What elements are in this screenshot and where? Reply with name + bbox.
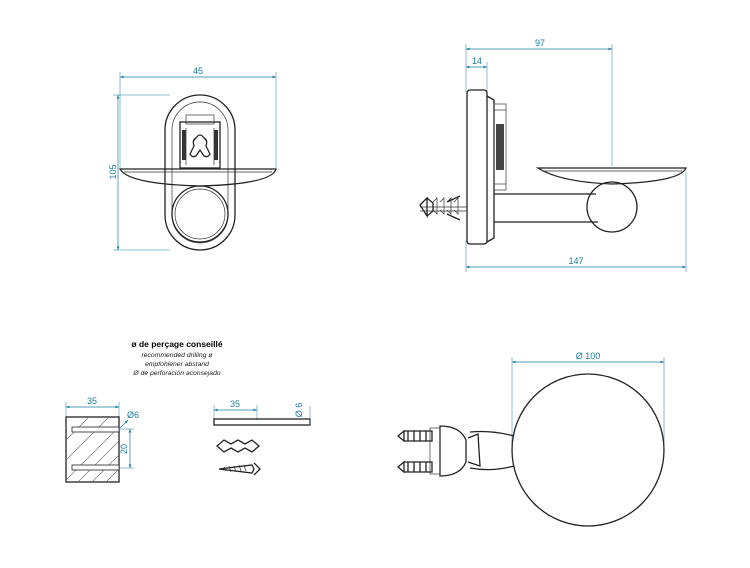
wall-block	[65, 416, 120, 483]
front-width-label: 45	[193, 66, 203, 76]
side-clip-block	[493, 103, 507, 191]
top-diameter-label: Ø 100	[576, 351, 601, 361]
side-plate-edge	[486, 95, 495, 243]
top-wall-plate	[439, 425, 467, 477]
drill-hole-lower	[71, 464, 120, 471]
front-back-plate	[164, 94, 236, 251]
front-clip-top	[185, 114, 215, 125]
plug-diameter-label: Ø 6	[294, 403, 304, 418]
drilling-note-title: ø de perçage conseillé	[131, 339, 222, 349]
plug-length-label: 35	[230, 399, 240, 409]
drill-depth-label: 35	[87, 396, 97, 406]
side-soap-dish	[535, 167, 687, 185]
drilling-note-line-es: Ø de perforación aconsejado	[132, 370, 221, 377]
top-wall-plug-upper	[396, 429, 433, 443]
side-screw-head	[446, 195, 461, 221]
front-back-plate-inner	[171, 101, 229, 244]
drill-hole-upper	[71, 426, 120, 433]
front-arm-ring	[171, 185, 229, 243]
side-plate-label: 14	[472, 56, 482, 66]
drill-diameter-label: Ø6	[127, 410, 139, 420]
drill-bit	[213, 418, 311, 426]
front-view: 45 105	[108, 66, 277, 251]
top-arm-collar	[467, 433, 481, 467]
drilling-note-line-de: empfohlener abstand	[145, 361, 209, 368]
front-spring-clip	[189, 134, 211, 158]
drilling-note-line-en: recommended drilling ø	[141, 352, 212, 359]
drilling-note: ø de perçage conseillé recommended drill…	[131, 339, 222, 377]
side-length-label: 147	[568, 256, 583, 266]
drill-hole-section: 35 Ø6 20	[65, 396, 139, 483]
front-clip-side-left	[182, 130, 186, 160]
side-wall-plate	[466, 89, 488, 245]
top-soap-dish	[511, 373, 665, 527]
side-arm-ring	[586, 181, 638, 233]
fixings: 35 Ø 6	[213, 399, 311, 476]
top-wall-plate-base	[429, 427, 441, 475]
front-clip-side-right	[214, 130, 218, 160]
front-height-label: 105	[108, 164, 118, 179]
side-depth-label: 97	[535, 38, 545, 48]
screw-head	[253, 462, 261, 476]
side-clip-insert	[496, 124, 504, 170]
drill-spacing-label: 20	[119, 444, 129, 454]
wall-plug	[216, 439, 260, 453]
drill-diameter-leader	[119, 419, 129, 429]
front-soap-dish	[118, 168, 277, 187]
top-wall-plug-lower	[396, 460, 433, 474]
top-arm	[469, 430, 515, 471]
top-view: Ø 100	[396, 351, 665, 527]
side-view: 97 14 147	[419, 38, 687, 272]
front-clip-housing	[179, 121, 221, 169]
screw-shank	[218, 464, 255, 474]
